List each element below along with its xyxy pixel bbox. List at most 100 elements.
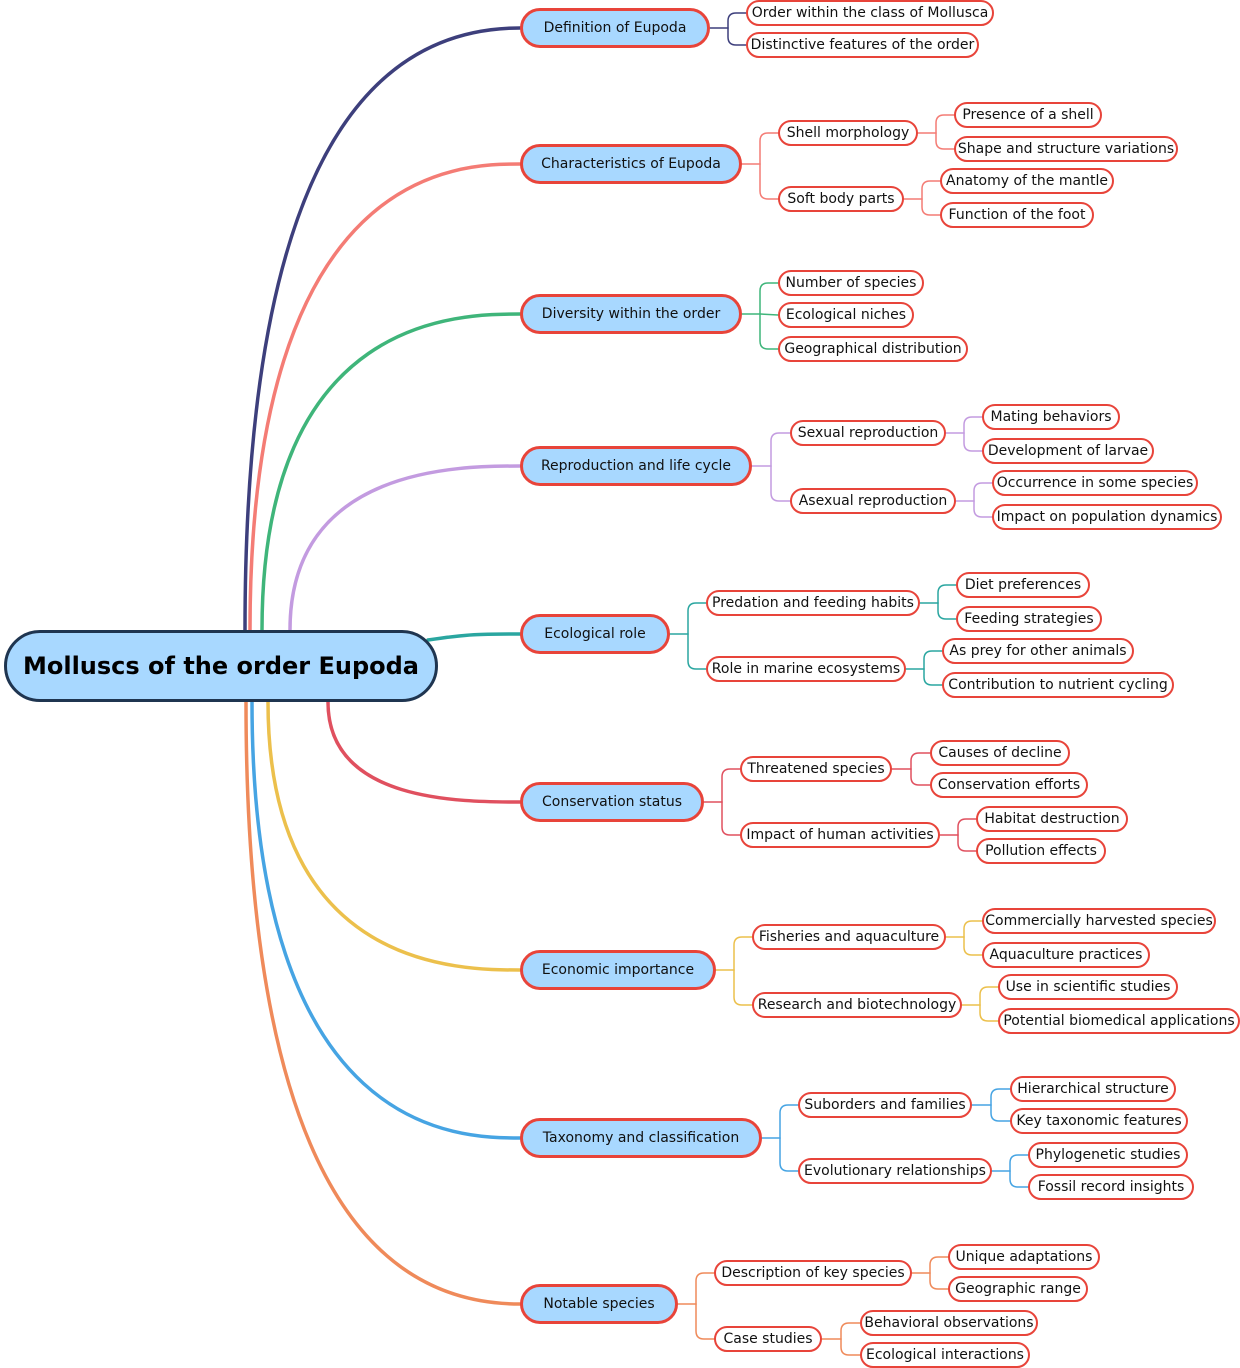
connector-line	[243, 26, 522, 632]
connector-line	[260, 312, 522, 632]
subtopic[interactable]: Threatened species	[740, 756, 892, 782]
detail-topic[interactable]: As prey for other animals	[942, 638, 1134, 664]
subtopic[interactable]: Fisheries and aquaculture	[752, 924, 946, 950]
detail-topic[interactable]: Commercially harvested species	[982, 908, 1216, 934]
branch-topic[interactable]: Definition of Eupoda	[520, 8, 710, 48]
branch-topic[interactable]: Diversity within the order	[520, 294, 742, 334]
connector-line	[687, 633, 707, 670]
subtopic[interactable]: Order within the class of Mollusca	[746, 0, 994, 26]
connector-line	[759, 163, 779, 200]
detail-topic[interactable]: Occurrence in some species	[992, 470, 1198, 496]
connector-line	[840, 1338, 861, 1356]
subtopic[interactable]: Evolutionary relationships	[798, 1158, 992, 1184]
subtopic[interactable]: Asexual reproduction	[790, 488, 956, 514]
connector-line	[721, 768, 741, 803]
detail-topic[interactable]: Conservation efforts	[930, 772, 1088, 798]
connector-line	[244, 700, 522, 1306]
detail-topic[interactable]: Aquaculture practices	[982, 942, 1150, 968]
subtopic[interactable]: Shell morphology	[778, 120, 918, 146]
connector-line	[990, 1104, 1011, 1122]
detail-topic[interactable]: Pollution effects	[976, 838, 1106, 864]
detail-topic[interactable]: Habitat destruction	[976, 806, 1128, 832]
connector-line	[990, 1088, 1011, 1106]
detail-topic[interactable]: Anatomy of the mantle	[940, 168, 1114, 194]
detail-topic[interactable]: Fossil record insights	[1028, 1174, 1194, 1200]
connector-line	[727, 12, 747, 29]
detail-topic[interactable]: Shape and structure variations	[954, 136, 1178, 162]
branch-topic[interactable]: Notable species	[520, 1284, 678, 1324]
connector-line	[1009, 1170, 1029, 1188]
subtopic[interactable]: Predation and feeding habits	[706, 590, 920, 616]
branch-topic[interactable]: Taxonomy and classification	[520, 1118, 762, 1158]
connector-line	[721, 801, 741, 836]
branch-topic[interactable]: Ecological role	[520, 614, 670, 654]
connector-line	[979, 986, 999, 1006]
subtopic[interactable]: Geographical distribution	[778, 336, 968, 362]
subtopic[interactable]: Suborders and families	[798, 1092, 972, 1118]
detail-topic[interactable]: Diet preferences	[956, 572, 1090, 598]
connector-line	[937, 602, 957, 620]
connector-line	[963, 936, 983, 956]
connector-line	[759, 132, 779, 165]
connector-line	[727, 27, 747, 46]
subtopic[interactable]: Ecological niches	[778, 302, 914, 328]
connector-line	[937, 584, 957, 604]
branch-topic[interactable]: Reproduction and life cycle	[520, 446, 752, 486]
detail-topic[interactable]: Unique adaptations	[948, 1244, 1100, 1270]
connector-line	[957, 834, 977, 852]
connector-line	[929, 1272, 949, 1290]
subtopic[interactable]: Number of species	[778, 270, 924, 296]
connector-line	[973, 482, 993, 502]
connector-line	[248, 162, 522, 632]
subtopic[interactable]: Description of key species	[714, 1260, 912, 1286]
connector-line	[935, 132, 955, 150]
detail-topic[interactable]: Development of larvae	[982, 438, 1154, 464]
detail-topic[interactable]: Ecological interactions	[860, 1342, 1030, 1368]
connector-line	[759, 313, 779, 350]
subtopic[interactable]: Case studies	[714, 1326, 822, 1352]
detail-topic[interactable]: Behavioral observations	[860, 1310, 1038, 1336]
detail-topic[interactable]: Use in scientific studies	[998, 974, 1178, 1000]
detail-topic[interactable]: Impact on population dynamics	[992, 504, 1222, 530]
connector-line	[840, 1322, 861, 1340]
connector-line	[963, 432, 983, 452]
subtopic[interactable]: Research and biotechnology	[752, 992, 962, 1018]
connector-line	[779, 1137, 799, 1172]
root-topic[interactable]: Molluscs of the order Eupoda	[4, 630, 438, 702]
connector-line	[963, 920, 983, 938]
detail-topic[interactable]: Phylogenetic studies	[1028, 1142, 1188, 1168]
connector-line	[935, 114, 955, 134]
detail-topic[interactable]: Key taxonomic features	[1010, 1108, 1188, 1134]
detail-topic[interactable]: Hierarchical structure	[1010, 1076, 1176, 1102]
detail-topic[interactable]: Feeding strategies	[956, 606, 1102, 632]
connector-line	[779, 1104, 799, 1139]
connector-line	[695, 1272, 715, 1305]
connector-line	[733, 969, 753, 1006]
detail-topic[interactable]: Causes of decline	[930, 740, 1070, 766]
detail-topic[interactable]: Function of the foot	[940, 202, 1094, 228]
detail-topic[interactable]: Contribution to nutrient cycling	[942, 672, 1174, 698]
connector-line	[770, 432, 791, 467]
connector-line	[1009, 1154, 1029, 1172]
connector-line	[910, 752, 931, 770]
subtopic[interactable]: Impact of human activities	[740, 822, 940, 848]
connector-line	[695, 1303, 715, 1340]
subtopic[interactable]: Role in marine ecosystems	[706, 656, 906, 682]
subtopic[interactable]: Sexual reproduction	[790, 420, 946, 446]
branch-topic[interactable]: Characteristics of Eupoda	[520, 144, 742, 184]
detail-topic[interactable]: Presence of a shell	[954, 102, 1102, 128]
subtopic[interactable]: Distinctive features of the order	[746, 32, 979, 58]
branch-topic[interactable]: Conservation status	[520, 782, 704, 822]
detail-topic[interactable]: Geographic range	[948, 1276, 1088, 1302]
connector-line	[921, 180, 941, 200]
connector-line	[759, 313, 779, 316]
detail-topic[interactable]: Potential biomedical applications	[998, 1008, 1240, 1034]
detail-topic[interactable]: Mating behaviors	[982, 404, 1120, 430]
connector-line	[250, 700, 522, 1140]
branch-topic[interactable]: Economic importance	[520, 950, 716, 990]
connector-line	[288, 464, 522, 632]
connector-line	[923, 668, 943, 686]
subtopic[interactable]: Soft body parts	[778, 186, 904, 212]
connector-line	[921, 198, 941, 216]
